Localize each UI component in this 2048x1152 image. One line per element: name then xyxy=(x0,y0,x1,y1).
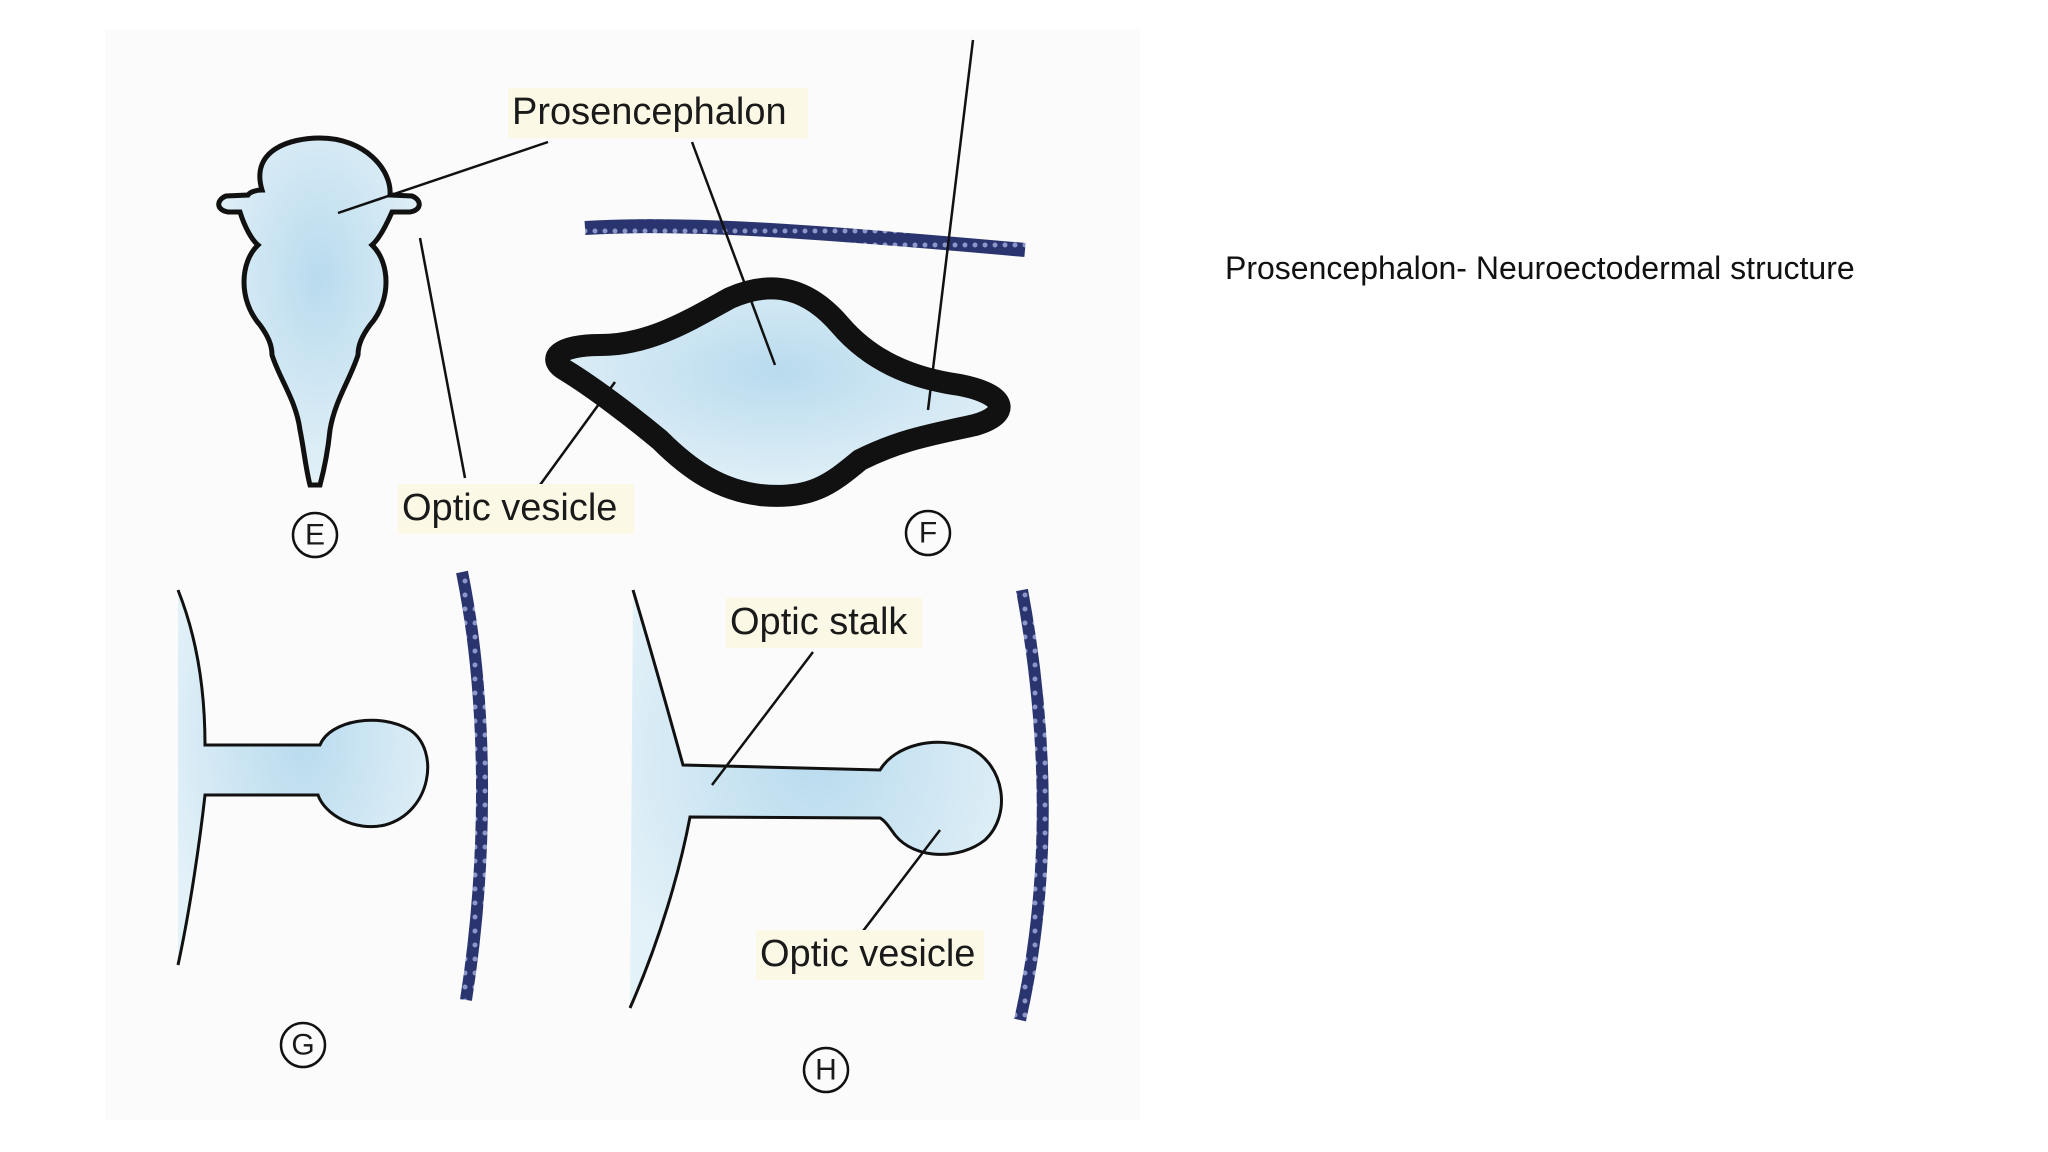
panel-letter-circles xyxy=(279,509,952,1094)
leader-optic-vesicle-h xyxy=(859,829,941,936)
panel-letter-h: H xyxy=(815,1054,837,1087)
embryology-figure: Prosencephalon Optic vesicle Optic stalk… xyxy=(176,39,1049,1094)
label-bg-prosencephalon xyxy=(508,88,808,138)
neural-tube-f xyxy=(545,277,1011,507)
panel-letter-e: E xyxy=(305,519,325,552)
panel-letter-g: G xyxy=(291,1029,314,1062)
surface-ectoderm-g xyxy=(456,570,489,1001)
label-prosencephalon: Prosencephalon xyxy=(512,91,787,133)
surface-ectoderm-f xyxy=(584,219,1026,257)
optic-stalk-h xyxy=(628,589,1003,1009)
panel-g-optic-outgrowth xyxy=(176,570,489,1001)
panel-e-brain-vesicles xyxy=(216,135,422,488)
label-optic-stalk: Optic stalk xyxy=(730,601,908,643)
leader-optic-vesicle-f xyxy=(538,381,617,486)
leader-prosencephalon-f xyxy=(690,141,777,366)
slide-caption: Prosencephalon- Neuroectodermal structur… xyxy=(1225,250,1855,286)
leader-prosencephalon-e xyxy=(337,140,549,215)
panel-f-cross-section xyxy=(545,219,1026,507)
label-bg-optic-vesicle-bottom xyxy=(756,930,984,980)
prosencephalon-shape xyxy=(216,135,422,488)
leader-optic-stalk xyxy=(711,651,814,786)
panel-h-optic-stalk xyxy=(628,588,1049,1022)
optic-vesicle-g xyxy=(176,589,430,966)
leader-optic-vesicle-e xyxy=(418,237,467,479)
panel-letter-f: F xyxy=(919,517,937,550)
surface-ectoderm-h xyxy=(1014,588,1049,1022)
label-bg-optic-vesicle-top xyxy=(398,484,634,534)
label-bg-optic-stalk xyxy=(726,598,922,648)
optic-development-diagram: Prosencephalon Optic vesicle Optic stalk… xyxy=(176,39,1049,1094)
label-optic-vesicle-bottom: Optic vesicle xyxy=(760,933,975,975)
leader-top-right xyxy=(926,39,975,411)
leader-lines xyxy=(337,39,975,936)
label-optic-vesicle-top: Optic vesicle xyxy=(402,487,617,529)
